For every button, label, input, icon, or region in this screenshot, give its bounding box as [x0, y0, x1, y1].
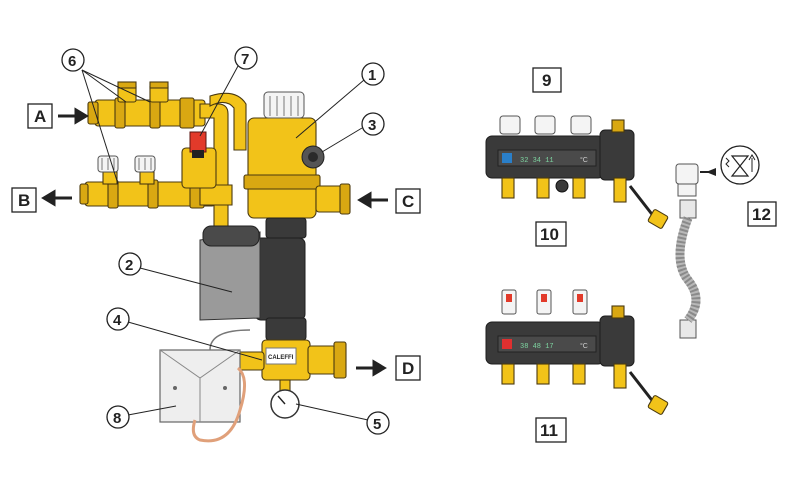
svg-text:1: 1: [368, 67, 376, 84]
port-a: A: [27, 103, 89, 129]
svg-text:4: 4: [113, 312, 122, 329]
svg-text:5: 5: [373, 416, 381, 433]
port-b: B: [11, 187, 72, 213]
svg-text:2: 2: [125, 257, 133, 274]
svg-text:12: 12: [752, 205, 771, 224]
svg-text:7: 7: [241, 51, 249, 68]
circulator-pump: [199, 217, 307, 341]
callout-7: 7: [199, 46, 258, 137]
svg-text:6: 6: [68, 53, 76, 70]
hose-kit: 12: [675, 145, 777, 339]
mixing-station: CALEFFI A B: [11, 46, 421, 443]
svg-text:C: C: [402, 192, 414, 211]
callout-3: 3: [321, 112, 385, 153]
unit-mark-red: °C: [580, 342, 588, 350]
callout-2: 2: [118, 252, 233, 293]
svg-text:10: 10: [540, 225, 559, 244]
svg-text:11: 11: [540, 421, 558, 440]
mixing-valve: [243, 91, 351, 219]
manifold-10: 9 32 34 11 °C 10: [485, 67, 669, 247]
brand-label: CALEFFI: [268, 355, 294, 361]
control-box: [159, 329, 251, 443]
callout-5: 5: [295, 403, 390, 435]
svg-text:9: 9: [542, 71, 551, 90]
unit-mark-blue: °C: [580, 156, 588, 164]
bypass-valve: [181, 131, 217, 189]
callout-8: 8: [106, 405, 177, 429]
svg-text:D: D: [402, 359, 414, 378]
svg-text:B: B: [18, 191, 30, 210]
lower-outlet: CALEFFI: [231, 339, 347, 381]
callout-1: 1: [295, 62, 385, 139]
svg-text:8: 8: [113, 410, 121, 427]
manifold-11: 38 48 17 °C 11: [485, 289, 669, 443]
blue-readout: 32 34 11: [520, 157, 554, 165]
svg-text:A: A: [34, 107, 46, 126]
port-d: D: [356, 355, 421, 381]
pressure-gauge: [270, 379, 300, 419]
callout-4: 4: [106, 307, 263, 361]
port-c: C: [357, 188, 421, 214]
red-readout: 38 48 17: [520, 343, 554, 351]
callout-6: 6: [61, 48, 151, 185]
svg-text:3: 3: [368, 117, 376, 134]
